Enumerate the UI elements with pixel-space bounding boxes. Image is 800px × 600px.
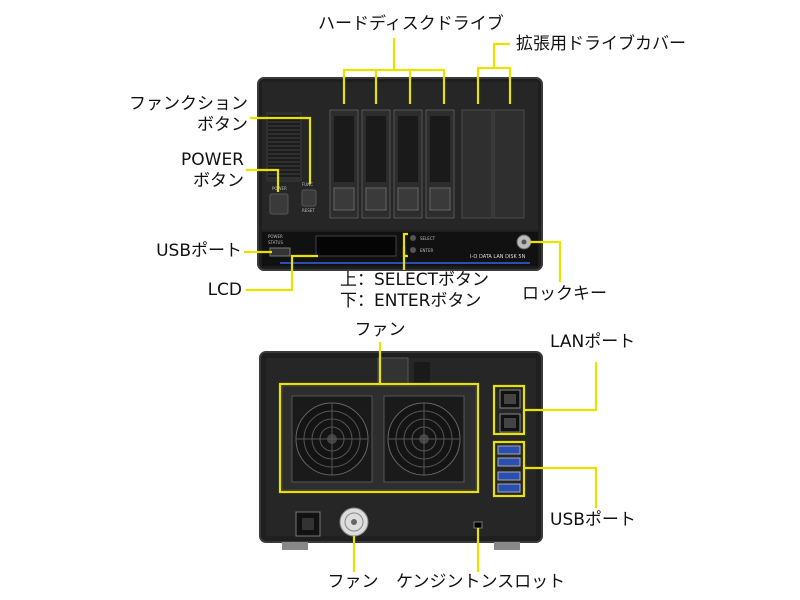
hdd-tray-1[interactable]	[329, 109, 359, 219]
label-lan-port: LANポート	[550, 332, 636, 352]
label-enter-button: 下：ENTERボタン	[340, 291, 482, 311]
power-button[interactable]	[269, 193, 289, 215]
hdd-tray-3[interactable]	[393, 109, 423, 219]
front-vent-grille	[266, 112, 302, 182]
lcd-screen	[315, 235, 397, 257]
front-usb-port[interactable]	[269, 247, 291, 257]
label-power-button-line2: ボタン	[193, 171, 244, 191]
label-kensington: ケンジントンスロット	[396, 572, 566, 592]
brand-text: I-O DATA LAN DISK 5N	[470, 254, 526, 260]
rear-fan-right	[383, 395, 465, 483]
func-panel-text: FUNC	[302, 182, 313, 187]
select-button[interactable]	[410, 235, 416, 241]
label-select-enter: 上：SELECTボタン 下：ENTERボタン	[340, 270, 489, 312]
label-select-button: 上：SELECTボタン	[340, 270, 489, 290]
rear-callout-lines	[278, 342, 598, 572]
power-panel-text: POWER	[272, 186, 287, 191]
label-power-button-line1: POWER	[181, 150, 244, 170]
label-power-button: POWER ボタン	[130, 150, 244, 192]
select-panel-text: SELECT	[420, 236, 436, 241]
status-text: STATUS	[268, 240, 283, 245]
kensington-slot[interactable]	[473, 521, 483, 529]
label-function-button-line1: ファンクション	[129, 94, 248, 114]
label-expansion-cover: 拡張用ドライブカバー	[516, 34, 686, 54]
label-rear-usb-port: USBポート	[550, 510, 636, 530]
label-hdd: ハードディスクドライブ	[318, 14, 504, 34]
expansion-cover-1	[461, 109, 493, 219]
function-button[interactable]	[301, 189, 317, 207]
enter-panel-text: ENTER	[420, 248, 433, 253]
rear-lan-ports[interactable]	[499, 389, 521, 433]
rear-usb-ports[interactable]	[497, 445, 521, 493]
label-function-button: ファンクション ボタン	[110, 94, 248, 136]
reset-panel-text: RESET	[302, 208, 315, 213]
enter-button[interactable]	[410, 247, 416, 253]
hdd-tray-2[interactable]	[361, 109, 391, 219]
expansion-cover-2	[493, 109, 525, 219]
label-lcd: LCD	[207, 280, 242, 300]
label-lock-key: ロックキー	[522, 284, 607, 304]
rear-chassis	[259, 351, 543, 550]
psu-fan	[339, 507, 369, 537]
label-fan-bottom: ファン	[327, 572, 379, 592]
label-fan-top: ファン	[354, 320, 406, 340]
front-callout-lines	[244, 38, 562, 292]
hdd-tray-4[interactable]	[425, 109, 455, 219]
front-chassis: POWER FUNC RESET	[257, 77, 543, 271]
rear-fan-left	[291, 395, 373, 483]
power-small-text: POWER	[268, 234, 283, 239]
label-front-usb-port: USBポート	[156, 241, 242, 261]
label-function-button-line2: ボタン	[197, 115, 248, 135]
